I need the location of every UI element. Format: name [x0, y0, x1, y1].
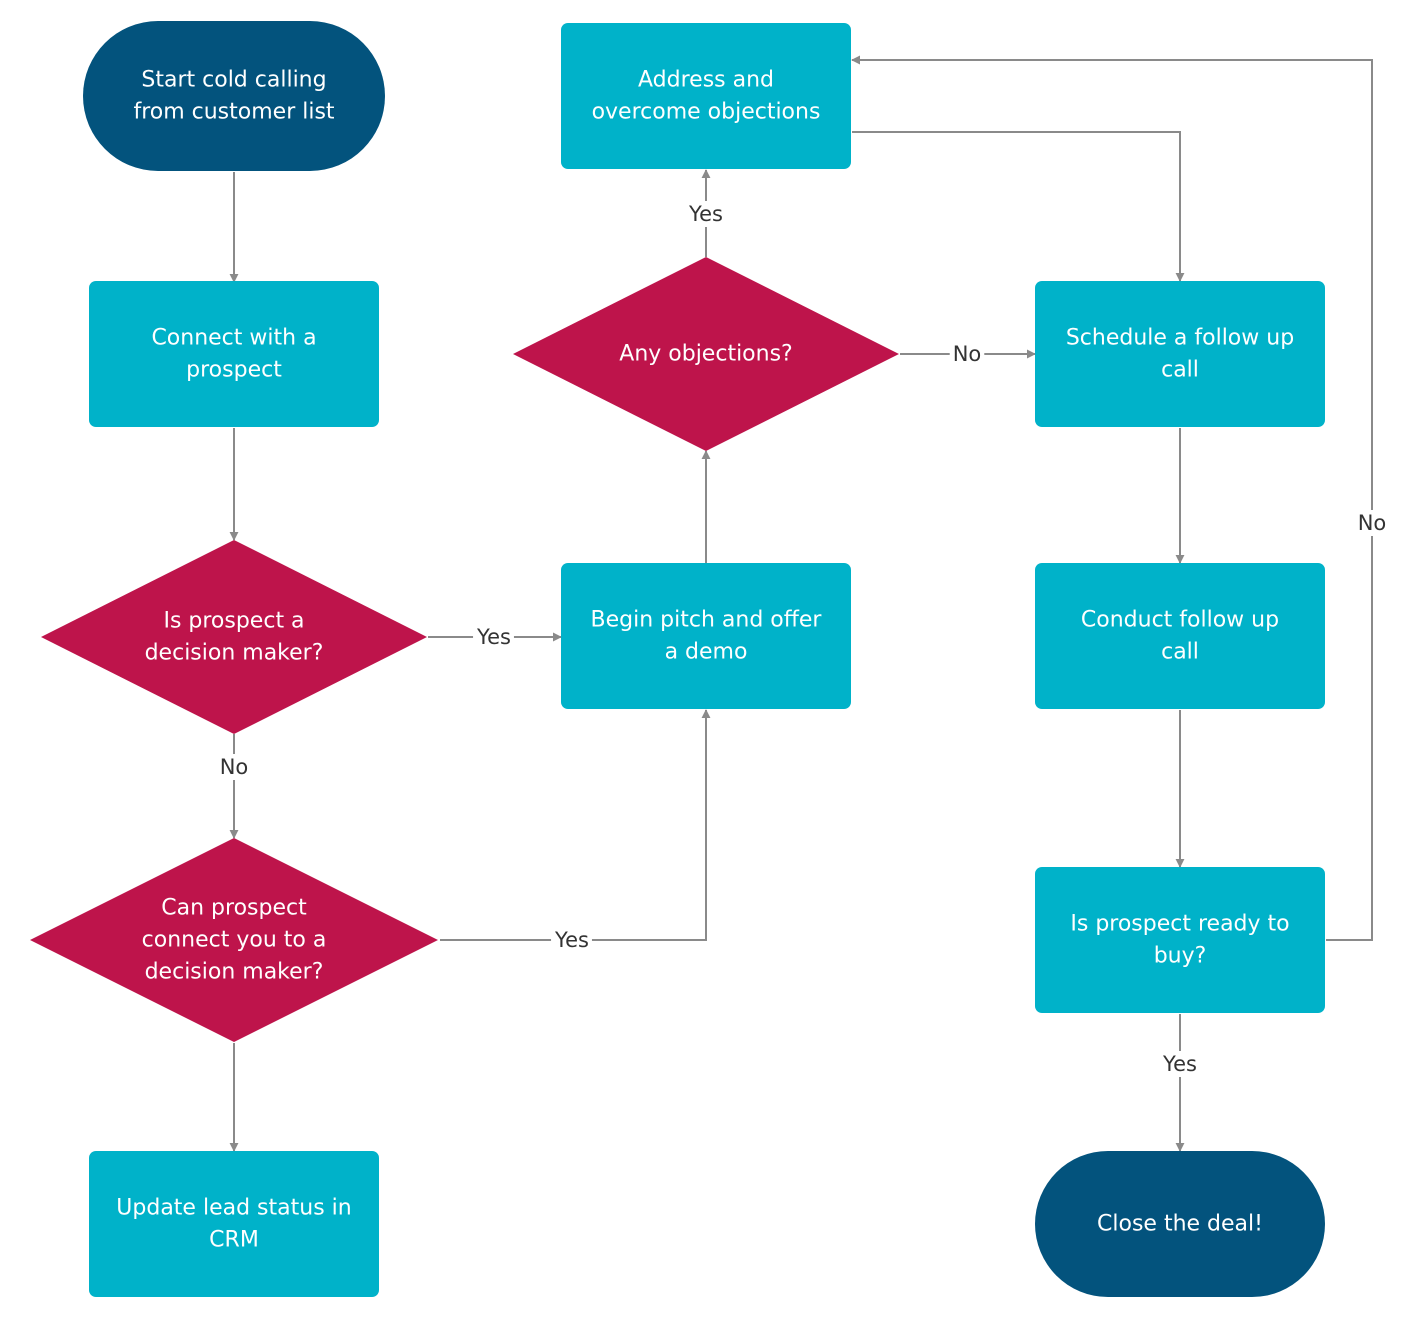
node-label-line: Conduct follow up	[1081, 608, 1279, 633]
process-box	[1035, 281, 1325, 427]
connector-address-to-schedule	[852, 131, 1185, 282]
node-label-line: decision maker?	[145, 641, 324, 666]
edge-label-background	[949, 341, 985, 367]
edge-label-no: No	[1354, 510, 1390, 536]
connectors	[229, 55, 1373, 1152]
node-label-line: prospect	[186, 358, 282, 383]
edge-label-background	[685, 201, 726, 227]
node-label-line: Start cold calling	[141, 68, 326, 93]
node-schedule: Schedule a follow up call	[1035, 281, 1325, 427]
node-ready: Is prospect ready to buy?	[1035, 867, 1325, 1013]
process-box	[1035, 867, 1325, 1013]
edge-label-yes: Yes	[551, 927, 592, 953]
node-label-line: call	[1161, 358, 1199, 383]
node-label-line: call	[1161, 640, 1199, 665]
node-can-connect: Can prospect connect you to a decision mak…	[30, 838, 438, 1042]
node-label-line: Schedule a follow up	[1066, 326, 1294, 351]
node-label-line: overcome objections	[592, 100, 821, 125]
node-label-line: Is prospect ready to	[1070, 912, 1289, 937]
edge-label-yes: Yes	[1159, 1051, 1200, 1077]
node-label-line: Close the deal!	[1097, 1212, 1263, 1237]
decision-diamond	[513, 257, 899, 451]
decision-diamond	[30, 838, 438, 1042]
svg-text:No: No	[1358, 511, 1387, 535]
node-label-line: a demo	[665, 640, 748, 665]
svg-text:Yes: Yes	[476, 625, 511, 649]
node-label-line: Is prospect a	[163, 609, 304, 634]
node-decision-maker: Is prospect a decision maker?	[41, 540, 427, 734]
node-start: Start cold calling from customer list	[83, 21, 385, 171]
edge-label-background	[216, 754, 252, 780]
svg-text:No: No	[953, 342, 982, 366]
node-address: Address and overcome objections	[561, 23, 851, 169]
connector-ready-to-address	[851, 55, 1373, 941]
process-box	[561, 23, 851, 169]
connector-can-connect-to-pitch	[440, 709, 711, 941]
edge-label-background	[1354, 510, 1390, 536]
node-label-line: decision maker?	[145, 960, 324, 985]
edge-label-yes: Yes	[685, 201, 726, 227]
svg-text:Yes: Yes	[688, 202, 723, 226]
edge-label-yes: Yes	[473, 624, 514, 650]
node-label-line: Address and	[638, 68, 774, 93]
node-update-crm: Update lead status in CRM	[89, 1151, 379, 1297]
process-box	[89, 281, 379, 427]
node-label-line: Update lead status in	[116, 1196, 351, 1221]
node-label-line: Connect with a	[151, 326, 316, 351]
nodes: Start cold calling from customer listConn…	[30, 21, 1325, 1297]
node-objections: Any objections?	[513, 257, 899, 451]
edge-label-background	[551, 927, 592, 953]
node-label-line: CRM	[209, 1228, 259, 1253]
svg-text:Yes: Yes	[1162, 1052, 1197, 1076]
node-label-line: Any objections?	[619, 342, 792, 367]
edge-label-no: No	[216, 754, 252, 780]
node-connect: Connect with a prospect	[89, 281, 379, 427]
node-pitch: Begin pitch and offer a demo	[561, 563, 851, 709]
node-label-line: buy?	[1154, 944, 1207, 969]
node-label-line: Begin pitch and offer	[591, 608, 823, 633]
node-label-line: from customer list	[133, 100, 334, 125]
node-label-line: connect you to a	[142, 928, 327, 953]
node-label-line: Can prospect	[161, 896, 307, 921]
svg-text:Yes: Yes	[554, 928, 589, 952]
process-box	[1035, 563, 1325, 709]
edge-label-background	[473, 624, 514, 650]
svg-text:No: No	[220, 755, 249, 779]
edge-label-background	[1159, 1051, 1200, 1077]
process-box	[561, 563, 851, 709]
node-close: Close the deal!	[1035, 1151, 1325, 1297]
decision-diamond	[41, 540, 427, 734]
edge-label-no: No	[949, 341, 985, 367]
node-conduct: Conduct follow up call	[1035, 563, 1325, 709]
process-box	[89, 1151, 379, 1297]
terminal-pill	[1035, 1151, 1325, 1297]
terminal-pill	[83, 21, 385, 171]
